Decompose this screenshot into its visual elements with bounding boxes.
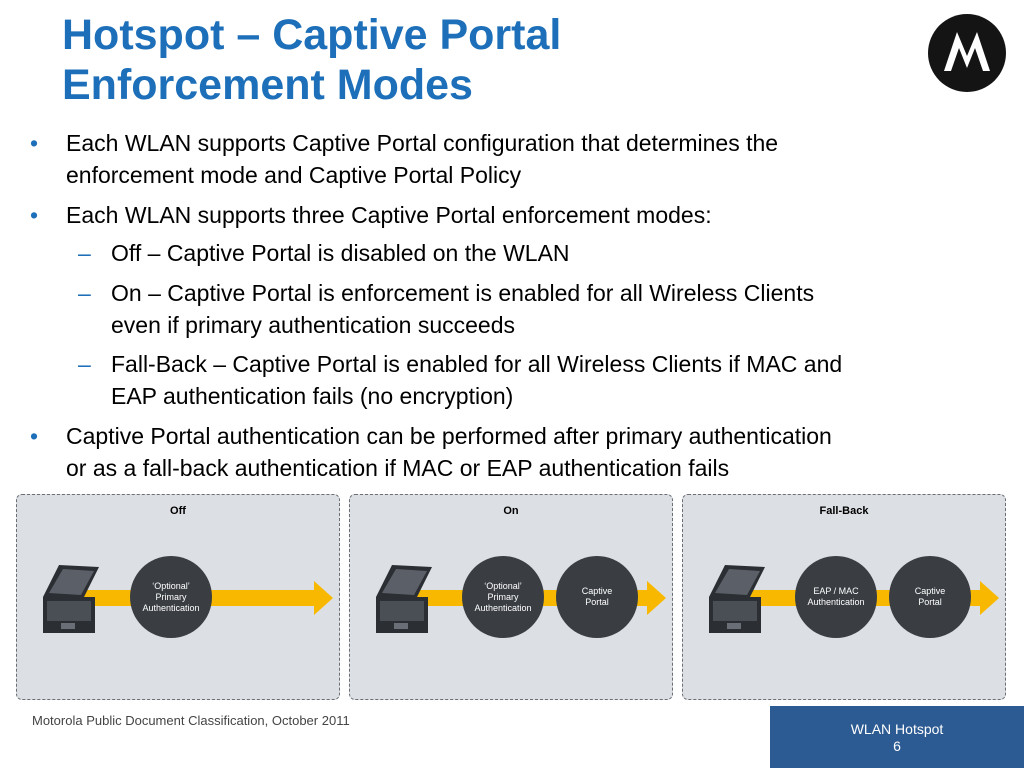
bullet-item: • Each WLAN supports three Captive Porta… [30, 199, 986, 231]
document-classification: Motorola Public Document Classification,… [32, 713, 350, 728]
bullet-marker: • [30, 202, 39, 228]
circle-label: Primary [487, 591, 519, 602]
bullet-item: • Each WLAN supports Captive Portal conf… [30, 127, 986, 191]
sub-bullet-marker: – [78, 351, 91, 377]
slide-title: Hotspot – Captive Portal Enforcement Mod… [62, 10, 822, 110]
sub-bullet-marker: – [78, 280, 91, 306]
sub-bullet-marker: – [78, 240, 91, 266]
circle-label: Portal [918, 597, 942, 607]
sub-bullet-text: even if primary authentication succeeds [111, 312, 515, 338]
footer-section-box: WLAN Hotspot 6 [770, 706, 1024, 768]
circle-label: Authentication [142, 602, 200, 613]
footer-section-title: WLAN Hotspot [850, 721, 944, 737]
sub-bullet-item: – Fall-Back – Captive Portal is enabled … [78, 348, 991, 412]
bullet-text: enforcement mode and Captive Portal Poli… [66, 162, 522, 188]
page-number: 6 [893, 738, 901, 754]
captive-portal-circle: Captive Portal [889, 556, 971, 638]
circle-label: ‘Optional’ [152, 580, 190, 591]
panel-title: Off [170, 505, 186, 517]
laptop-icon [376, 565, 432, 633]
diagram-panel-off: Off ‘Optional’ Primary Authentication [16, 494, 340, 700]
diagram-panel-on: On ‘Optional’ Primary Authentication Cap… [349, 494, 673, 700]
panel-title: On [503, 505, 519, 517]
eap-mac-auth-circle: EAP / MAC Authentication [795, 556, 877, 638]
bullet-item: • Captive Portal authentication can be p… [30, 420, 986, 484]
circle-label: Captive [914, 586, 946, 596]
sub-bullet-item: – On – Captive Portal is enforcement is … [78, 277, 991, 341]
sub-bullet-item: – Off – Captive Portal is disabled on th… [78, 237, 991, 269]
bullet-text: Captive Portal authentication can be per… [66, 423, 832, 449]
sub-bullet-text: Off – Captive Portal is disabled on the … [111, 240, 570, 266]
captive-portal-circle: Captive Portal [556, 556, 638, 638]
bullet-marker: • [30, 423, 39, 449]
circle-label: Captive [581, 586, 613, 596]
bullet-text: or as a fall-back authentication if MAC … [66, 455, 730, 481]
circle-label: ‘Optional’ [484, 580, 522, 591]
bullet-text: Each WLAN supports Captive Portal config… [66, 130, 779, 156]
circle-label: Authentication [474, 602, 532, 613]
sub-bullet-text: EAP authentication fails (no encryption) [111, 383, 514, 409]
diagram-panel-fallback: Fall-Back EAP / MAC Authentication Capti… [682, 494, 1006, 700]
bullet-marker: • [30, 130, 39, 156]
circle-label: EAP / MAC [813, 586, 859, 596]
laptop-icon [709, 565, 765, 633]
slide-title-line-2: Enforcement Modes [62, 61, 473, 109]
motorola-logo-icon [928, 14, 1006, 92]
circle-label: Portal [585, 597, 609, 607]
laptop-icon [43, 565, 99, 633]
primary-auth-circle: ‘Optional’ Primary Authentication [462, 556, 544, 638]
primary-auth-circle: ‘Optional’ Primary Authentication [130, 556, 212, 638]
slide-title-line-1: Hotspot – Captive Portal [62, 11, 562, 59]
panel-title: Fall-Back [819, 505, 869, 517]
bullet-text: Each WLAN supports three Captive Portal … [66, 202, 712, 228]
circle-label: Primary [155, 591, 187, 602]
sub-bullet-text: On – Captive Portal is enforcement is en… [111, 280, 815, 306]
circle-label: Authentication [807, 597, 865, 607]
sub-bullet-text: Fall-Back – Captive Portal is enabled fo… [111, 351, 843, 377]
